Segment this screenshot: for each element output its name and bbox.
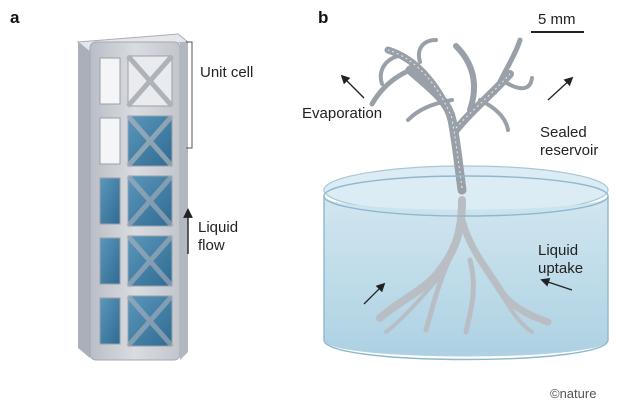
evaporation-arrow-left [340, 74, 365, 99]
liquid-flow-label-line2: flow [198, 237, 225, 254]
uptake-label-line2: uptake [538, 260, 584, 277]
evaporation-arrow-right [547, 76, 574, 101]
scale-bar-label: 5 mm [538, 11, 576, 28]
reservoir-label-line2: reservoir [540, 142, 599, 159]
nature-credit: ©nature [550, 386, 597, 401]
unit-cell-label: Unit cell [200, 64, 254, 81]
panel-b-letter: b [318, 8, 329, 27]
unit-cell-bracket [186, 41, 193, 149]
uptake-arrow-left [363, 282, 386, 305]
reservoir-base [323, 339, 609, 361]
tree-canopy-texture [387, 49, 511, 189]
reservoir-label-line1: Sealed [540, 124, 587, 141]
lattice-cells [99, 54, 174, 348]
reservoir-wall [323, 196, 609, 340]
liquid-flow-label-line1: Liquid [198, 219, 239, 236]
uptake-label-line1: Liquid [538, 242, 579, 259]
tree-roots [376, 196, 552, 335]
evaporation-label: Evaporation [302, 105, 383, 122]
uptake-arrow-right [540, 277, 573, 291]
panel-a-letter: a [10, 8, 20, 27]
